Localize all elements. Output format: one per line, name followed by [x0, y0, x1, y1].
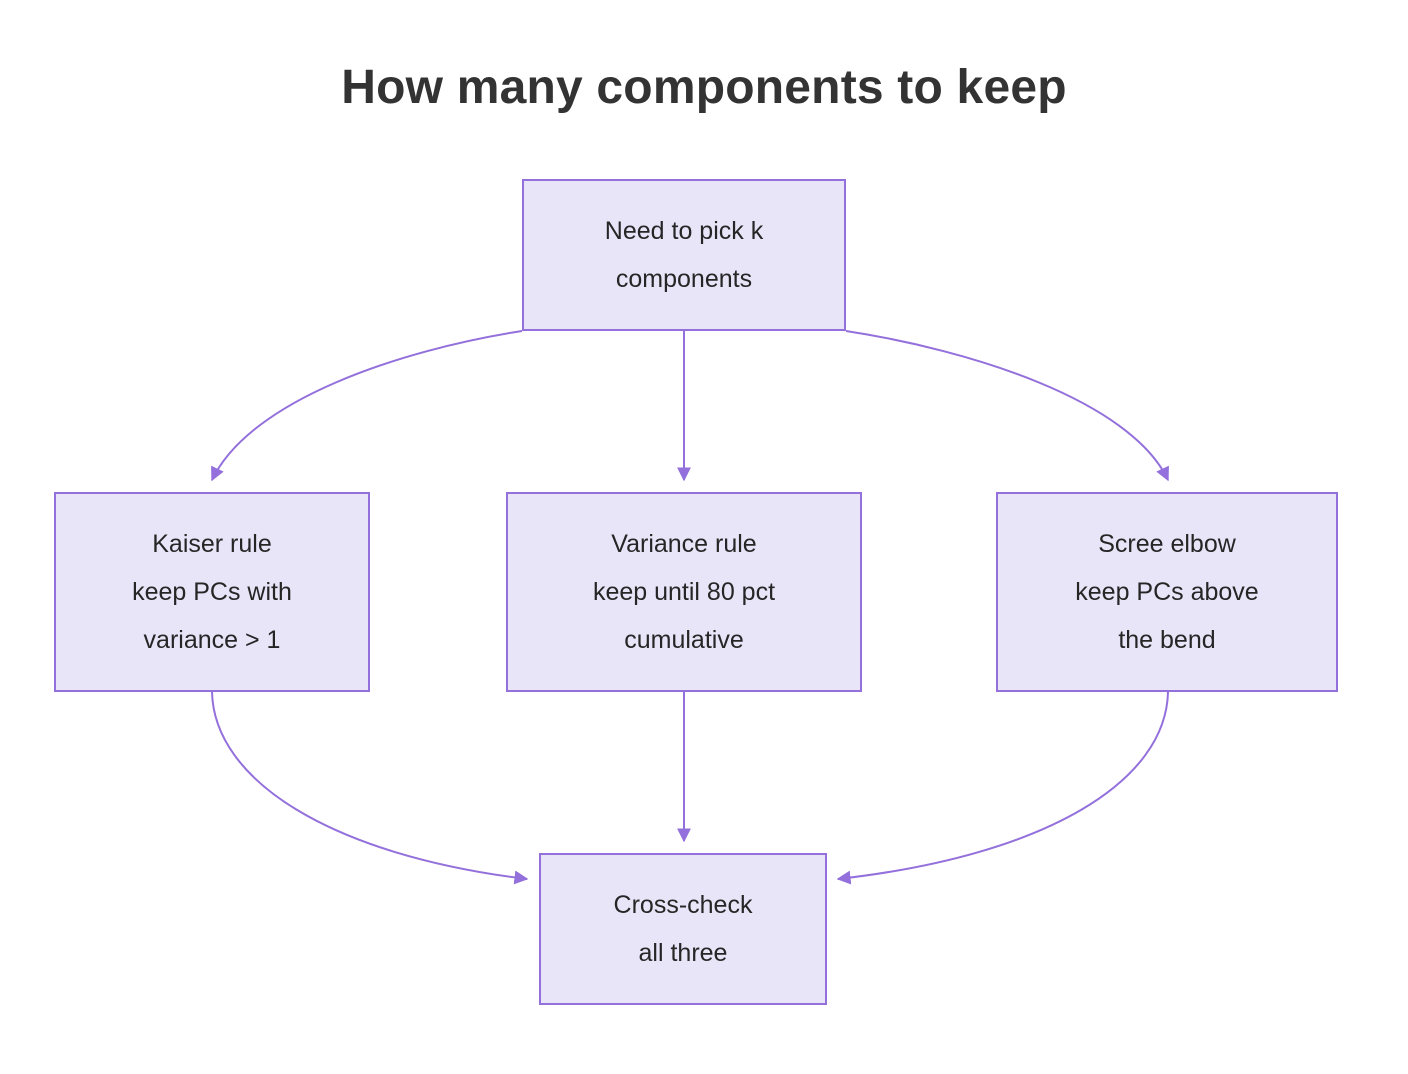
edge-root-to-scree	[845, 330, 1169, 482]
node-variance-line-3: cumulative	[624, 626, 744, 654]
edge-kaiser-to-cross	[211, 691, 529, 885]
node-kaiser-line-3: variance > 1	[143, 626, 281, 654]
node-cross-line-2: all three	[638, 939, 728, 967]
page-title: How many components to keep	[341, 61, 1067, 114]
node-variance-line-1: Variance rule	[611, 530, 757, 558]
node-cross-line-1: Cross-check	[613, 891, 753, 919]
node-kaiser-rule[interactable]: Kaiser rule keep PCs with variance > 1	[54, 492, 370, 692]
node-scree-line-3: the bend	[1118, 626, 1216, 654]
node-root-line-2: components	[615, 265, 753, 293]
node-scree-elbow[interactable]: Scree elbow keep PCs above the bend	[996, 492, 1338, 692]
node-root-line-1: Need to pick k	[604, 217, 764, 245]
node-variance-line-2: keep until 80 pct	[592, 578, 776, 606]
edge-root-to-kaiser	[211, 330, 523, 482]
node-variance-rule[interactable]: Variance rule keep until 80 pct cumulati…	[506, 492, 862, 692]
node-kaiser-line-1: Kaiser rule	[152, 530, 272, 558]
node-scree-line-2: keep PCs above	[1075, 578, 1259, 606]
node-need-to-pick-k[interactable]: Need to pick k components	[522, 179, 846, 331]
node-kaiser-line-2: keep PCs with	[132, 578, 292, 606]
node-cross-check[interactable]: Cross-check all three	[539, 853, 827, 1005]
edge-scree-to-cross	[836, 691, 1169, 885]
node-scree-line-1: Scree elbow	[1098, 530, 1236, 558]
